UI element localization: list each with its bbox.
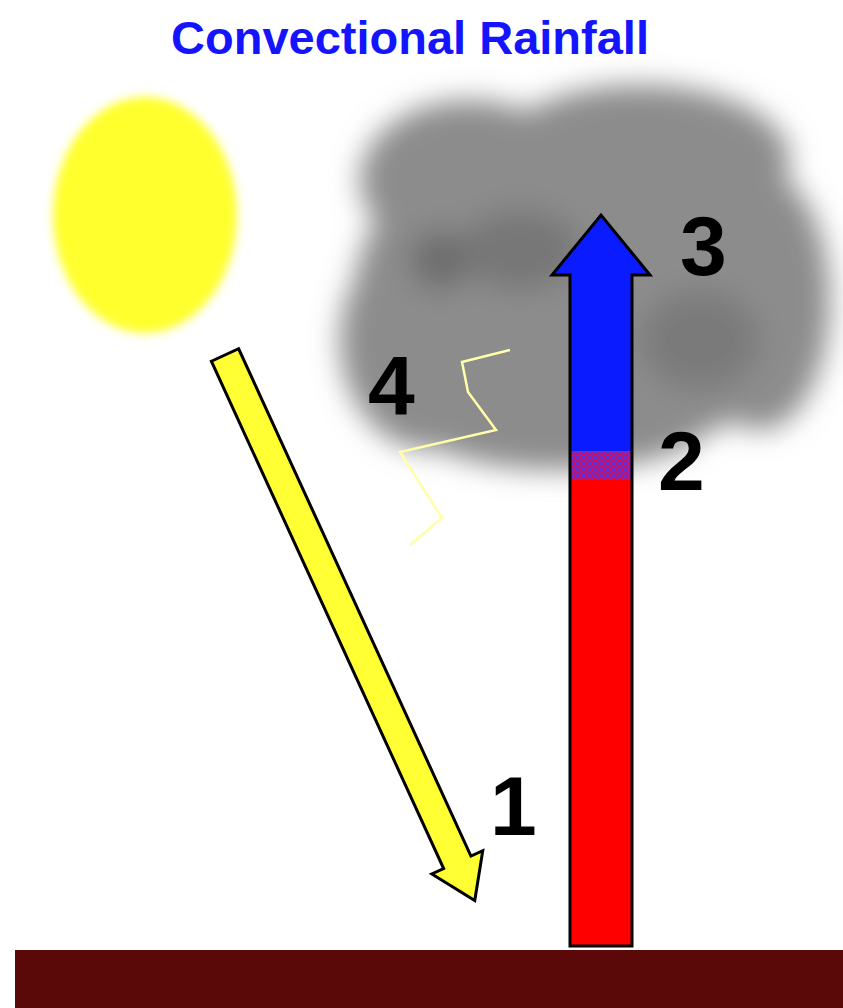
callout-number: 3 <box>680 204 727 288</box>
sunlight-arrow <box>200 343 501 912</box>
sun <box>53 97 237 333</box>
ground <box>15 950 843 1008</box>
callout-number: 2 <box>658 419 705 503</box>
storm-cloud <box>340 85 830 470</box>
title: Convectional Rainfall <box>0 12 820 64</box>
callout-number: 4 <box>368 344 415 428</box>
lightning <box>400 350 510 545</box>
rising-air-arrow <box>552 215 650 946</box>
callout-number: 1 <box>490 764 537 848</box>
